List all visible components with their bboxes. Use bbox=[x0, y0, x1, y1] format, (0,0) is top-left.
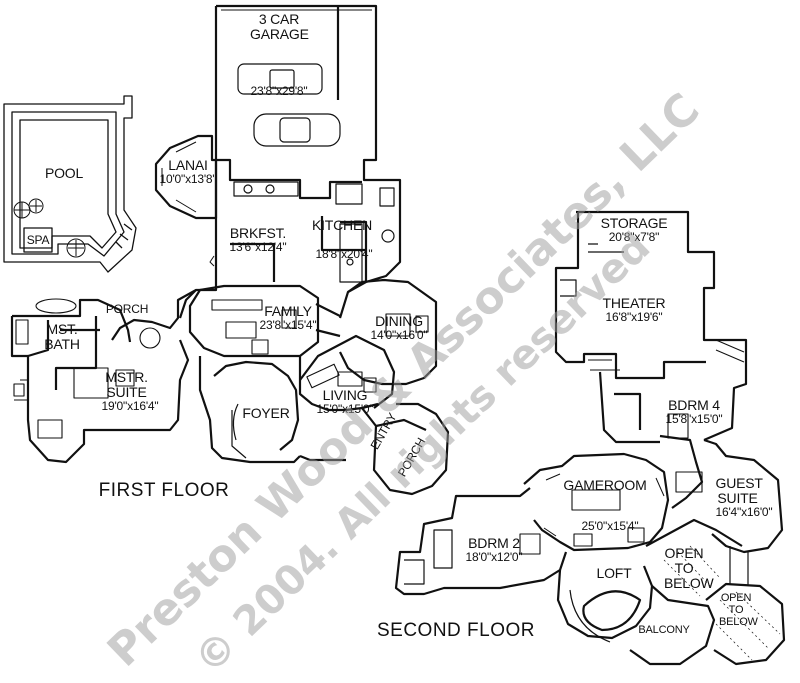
furniture-first bbox=[211, 299, 429, 393]
garage-dim: 23'8"x29'8" bbox=[250, 84, 308, 98]
master-fixtures bbox=[13, 298, 161, 439]
label-gameroom: GAMEROOM bbox=[563, 478, 646, 493]
dining-dim: 14'0"x16'0" bbox=[370, 328, 428, 342]
second-floor-title: SECOND FLOOR bbox=[376, 620, 536, 641]
label-bdrm4: BDRM 4 15'8"x15'0" bbox=[666, 398, 723, 426]
bdrm2-name: BDRM 2 bbox=[468, 535, 520, 551]
guest-dim: 16'4"x16'0" bbox=[715, 505, 773, 519]
pool-outline bbox=[3, 95, 137, 273]
balcony-name: BALCONY bbox=[638, 624, 690, 636]
car-icons bbox=[237, 63, 341, 147]
dining-name: DINING bbox=[375, 313, 423, 329]
family-dim: 23'8"x15'4" bbox=[259, 318, 317, 332]
garage-walls bbox=[214, 4, 402, 200]
bdrm2-dim: 18'0"x12'0" bbox=[465, 550, 523, 564]
label-lanai: LANAI 10'0"x13'8" bbox=[160, 158, 217, 186]
spa-name: SPA bbox=[26, 233, 50, 247]
bdrm4-name: BDRM 4 bbox=[668, 397, 720, 413]
family-name: FAMILY bbox=[264, 303, 312, 319]
label-foyer: FOYER bbox=[242, 406, 289, 421]
label-gameroom-dim: 25'0"x15'4" bbox=[582, 520, 639, 533]
label-open-to-below-2: OPEN TO BELOW bbox=[719, 592, 758, 628]
label-garage: 3 CAR GARAGE 23'8"x29'8" bbox=[250, 11, 309, 98]
theater-dim: 16'8"x19'6" bbox=[605, 310, 663, 324]
lanai-dim: 10'0"x13'8" bbox=[159, 172, 217, 186]
pool-plants bbox=[13, 198, 86, 258]
label-bdrm2: BDRM 2 18'0"x12'0" bbox=[466, 536, 523, 564]
open2-name: OPEN TO BELOW bbox=[719, 592, 758, 628]
label-family: FAMILY 23'8"x15'4" bbox=[260, 304, 317, 332]
living-dim: 15'0"x15'0" bbox=[316, 402, 374, 416]
second-floor-fixtures bbox=[519, 339, 745, 555]
kitchen-fixtures bbox=[233, 181, 395, 283]
gameroom-name: GAMEROOM bbox=[563, 477, 647, 493]
second-floor-walls bbox=[394, 210, 786, 666]
label-kitchen: KITCHEN bbox=[312, 218, 372, 233]
label-spa: SPA bbox=[27, 233, 50, 248]
living-name: LIVING bbox=[322, 387, 368, 403]
mstr-suite-name: MSTR. SUITE bbox=[105, 369, 148, 400]
gameroom-dim: 25'0"x15'4" bbox=[581, 519, 639, 533]
brkfst-dim: 13'6"x12'4" bbox=[229, 240, 287, 254]
first-floor-title: FIRST FLOOR bbox=[98, 480, 230, 501]
guest-name: GUEST SUITE bbox=[715, 475, 763, 506]
pool-name: POOL bbox=[44, 165, 84, 181]
open-to-below-hatching bbox=[663, 545, 781, 661]
label-balcony: BALCONY bbox=[638, 624, 689, 637]
label-kitchen-dim: 18'8"x20'4" bbox=[316, 248, 373, 261]
storage-name: STORAGE bbox=[600, 215, 668, 231]
label-theater: THEATER 16'8"x19'6" bbox=[603, 296, 666, 324]
label-mst-bath: MST. BATH bbox=[42, 322, 82, 352]
label-porch-west: PORCH bbox=[105, 302, 149, 316]
label-guest-suite: GUEST SUITE 16'4"x16'0" bbox=[716, 476, 773, 519]
bdrm4-dim: 15'8"x15'0" bbox=[665, 412, 723, 426]
label-open-to-below-1: OPEN TO BELOW bbox=[664, 545, 714, 591]
open1-name: OPEN TO BELOW bbox=[664, 545, 714, 591]
garage-name: 3 CAR GARAGE bbox=[250, 11, 309, 42]
label-living: LIVING 15'0"x15'0" bbox=[317, 388, 374, 416]
brkfst-name: BRKFST. bbox=[229, 225, 287, 241]
kitchen-dim: 18'8"x20'4" bbox=[315, 247, 373, 261]
mst-bath-name: MST. BATH bbox=[44, 321, 80, 352]
storage-dim: 20'8"x7'8" bbox=[608, 230, 660, 244]
theater-name: THEATER bbox=[602, 295, 666, 311]
label-pool: POOL bbox=[45, 166, 83, 181]
kitchen-name: KITCHEN bbox=[311, 217, 373, 233]
mstr-suite-dim: 19'0"x16'4" bbox=[101, 399, 159, 413]
loft-name: LOFT bbox=[596, 565, 632, 581]
label-loft: LOFT bbox=[597, 566, 632, 581]
label-mstr-suite: MSTR. SUITE 19'0"x16'4" bbox=[102, 370, 159, 413]
label-brkfst: BRKFST. 13'6"x12'4" bbox=[230, 226, 287, 254]
lanai-name: LANAI bbox=[168, 157, 208, 173]
foyer-name: FOYER bbox=[242, 405, 290, 421]
label-storage: STORAGE 20'8"x7'8" bbox=[601, 216, 668, 244]
porch-west-name: PORCH bbox=[105, 302, 149, 316]
label-dining: DINING 14'0"x16'0" bbox=[371, 314, 428, 342]
